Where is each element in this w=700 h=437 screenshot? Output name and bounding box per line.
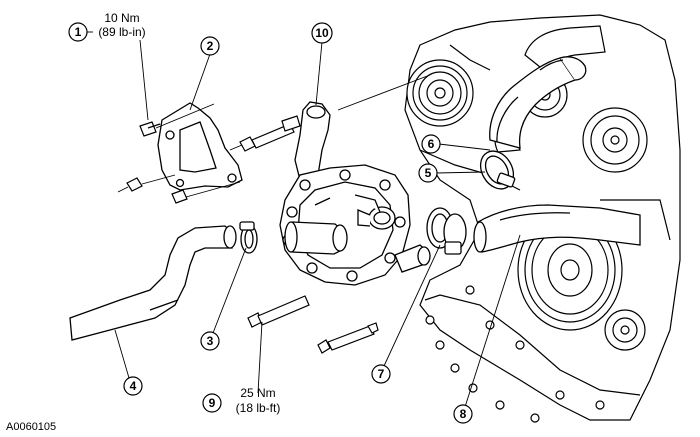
callout-3: 3 [200,331,220,351]
accessory-pulley-right [582,107,648,173]
callout-3-number: 3 [207,334,214,348]
water-pump-bracket [157,102,243,191]
torque-1-nm: 10 Nm [104,11,139,25]
upper-radiator-hose [489,56,587,149]
bracket-bolts [126,115,301,204]
callout-8-number: 8 [460,407,467,421]
torque-1-lbin: (89 lb-in) [98,25,145,39]
callout-1-number: 1 [75,25,82,39]
callout-4-number: 4 [130,379,137,393]
torque-9-nm: 25 Nm [240,386,275,400]
torque-9-lbft: (18 lb-ft) [236,401,281,415]
alignment-lines [117,103,243,198]
callout-4: 4 [123,376,143,396]
callout-9-number: 9 [209,396,216,410]
bracket-bolt-upper [139,121,161,137]
figure-id: A0060105 [6,421,56,433]
hose-clamp-upper [479,150,516,190]
callout-6-number: 6 [428,137,435,151]
hose-clamp-lower [239,221,258,254]
leader-lines [86,31,521,408]
stud-bolt-upper [239,123,295,152]
callout-8: 8 [453,404,473,424]
callout-10-number: 10 [315,26,329,40]
front-cover-bolts [425,285,605,423]
bracket-bolt-lower [171,189,188,204]
callout-2: 2 [200,36,220,56]
stud-bolt-right [281,115,301,132]
callout-1: 1 [68,22,88,42]
bypass-hose [69,225,237,341]
callout-9: 9 [202,393,222,413]
callout-5-number: 5 [425,166,432,180]
hose-connector-lower [426,207,467,255]
idler-pulley-upper [406,59,474,127]
callout-10: 10 [311,22,333,44]
callout-6: 6 [421,134,441,154]
callout-5: 5 [418,163,438,183]
water-pump-stud-lower [317,322,379,354]
lower-pulley [604,309,646,351]
water-pump-assembly [279,101,431,286]
callout-7-number: 7 [378,367,385,381]
callout-7: 7 [371,364,391,384]
water-pump-bolt-long [247,295,310,328]
callout-2-number: 2 [207,39,214,53]
bracket-bolt-middle [126,177,143,192]
